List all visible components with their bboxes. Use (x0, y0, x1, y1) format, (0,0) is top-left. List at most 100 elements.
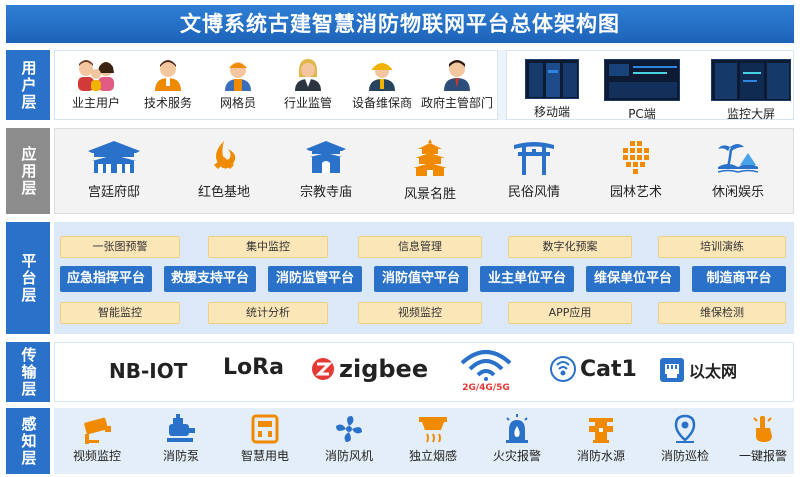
sense-item-one-key-alarm: 一键报警 (726, 414, 800, 464)
user-role-government: 政府主管部门 (417, 57, 497, 111)
sense-item-pump: 消防泵 (144, 414, 218, 464)
smoke-detector-icon (419, 417, 447, 443)
terminal-label: PC端 (628, 107, 656, 121)
platform-function: 集中监控 (208, 236, 328, 258)
user-role-label: 政府主管部门 (420, 96, 493, 110)
ethernet-icon (660, 358, 684, 382)
transport-layer-label: 传输层 (6, 342, 50, 402)
ethernet-item: 以太网 (659, 357, 737, 383)
large-screen-icon (711, 59, 791, 101)
inspection-pin-icon (674, 414, 696, 443)
platform-function: 视频监控 (358, 302, 482, 324)
sense-item-camera: 视频监控 (60, 414, 134, 464)
sense-item-fire-alarm: 火灾报警 (480, 414, 554, 464)
app-item-label: 园林艺术 (609, 185, 662, 200)
sense-item-label: 消防水源 (576, 449, 625, 463)
user-role-tech: 技术服务 (131, 57, 205, 111)
wireless-signal-icon (460, 350, 512, 381)
platform-system: 应急指挥平台 (60, 266, 152, 292)
sense-layer: 感知层 视频监控 消防泵 智慧用电 (6, 408, 794, 474)
supervisor-icon (295, 59, 321, 91)
hydrant-icon (589, 418, 613, 443)
platform-function: 信息管理 (358, 236, 482, 258)
electric-meter-icon (251, 414, 279, 444)
platform-function: 培训演练 (658, 236, 786, 258)
grid-staff-icon (225, 62, 251, 91)
cat1-signal-icon (550, 356, 576, 382)
cat1-logo-text: Cat1 (580, 356, 637, 382)
sense-item-label: 视频监控 (72, 449, 121, 463)
press-button-icon (753, 416, 772, 442)
platform-system: 维保单位平台 (586, 266, 680, 292)
app-item-label: 民俗风情 (507, 185, 560, 200)
platform-layer-label-text: 平台层 (19, 252, 38, 304)
sense-item-label: 独立烟感 (408, 449, 457, 463)
user-role-maintainer: 设备维保商 (345, 57, 419, 111)
mobile-screen-icon (525, 59, 579, 99)
sense-layer-label: 感知层 (6, 408, 50, 474)
platform-system: 消防监管平台 (268, 266, 362, 292)
sense-item-label: 一键报警 (738, 449, 787, 463)
wireless-network-label: 2G/4G/5G (462, 383, 510, 393)
fire-pump-icon (167, 414, 195, 442)
app-item-label: 宫廷府邸 (87, 185, 140, 200)
zigbee-mark-icon (312, 358, 334, 380)
platform-function: 智能监控 (60, 302, 180, 324)
page-title: 文博系统古建智慧消防物联网平台总体架构图 (6, 5, 794, 43)
sense-item-label: 消防泵 (162, 449, 199, 463)
application-layer-label: 应用层 (6, 128, 50, 214)
user-layer-label-text: 用户层 (19, 59, 38, 111)
application-layer: 应用层 宫廷府邸 红色基地 (6, 128, 794, 214)
transport-layer: 传输层 NB-IOT LoRa zigbee 2G/4G/5G (6, 342, 794, 402)
island-icon (717, 144, 759, 173)
garden-icon (623, 141, 649, 174)
sense-item-label: 消防巡检 (660, 449, 709, 463)
platform-system: 消防值守平台 (374, 266, 468, 292)
sense-item-electric: 智慧用电 (228, 414, 302, 464)
app-item-label: 宗教寺庙 (299, 185, 352, 200)
platform-function: 一张图预警 (60, 236, 180, 258)
palace-icon (88, 141, 140, 173)
lora-logo-text: LoRa (223, 355, 284, 380)
terminal-pc: PC端 (603, 59, 681, 122)
cat1-logo: Cat1 (549, 355, 637, 383)
terminal-bigscreen: 监控大屏 (701, 59, 800, 122)
user-role-label: 行业监管 (283, 96, 332, 110)
user-layer: 用户层 业主用户 技术服务 (6, 50, 794, 122)
app-item-label: 休闲娱乐 (711, 185, 764, 200)
technician-icon (155, 60, 181, 91)
platform-function: 数字化预案 (508, 236, 632, 258)
sense-item-label: 智慧用电 (240, 449, 289, 463)
user-role-label: 技术服务 (143, 96, 192, 110)
sense-item-inspection: 消防巡检 (648, 414, 722, 464)
nb-iot-logo: NB-IOT (109, 359, 188, 383)
platform-system: 业主单位平台 (480, 266, 574, 292)
sense-item-label: 消防风机 (324, 449, 373, 463)
user-role-label: 设备维保商 (351, 96, 412, 110)
pc-screen-icon (604, 59, 680, 101)
sense-item-smoke: 独立烟感 (396, 414, 470, 464)
torii-gate-icon (514, 142, 554, 175)
app-item-temple: 宗教寺庙 (281, 139, 371, 200)
app-item-garden: 园林艺术 (591, 139, 681, 200)
platform-system: 制造商平台 (692, 266, 786, 292)
platform-system: 救援支持平台 (164, 266, 256, 292)
fire-alarm-icon (506, 414, 528, 443)
sense-item-hydrant: 消防水源 (564, 414, 638, 464)
platform-function: 统计分析 (208, 302, 328, 324)
user-role-regulator: 行业监管 (271, 57, 345, 111)
pagoda-icon (413, 139, 447, 176)
user-role-owner: 业主用户 (59, 57, 133, 111)
app-item-scenic: 风景名胜 (385, 139, 475, 202)
platform-layer: 平台层 一张图预警 集中监控 信息管理 数字化预案 培训演练 应急指挥平台 救援… (6, 222, 794, 334)
temple-icon (306, 141, 346, 173)
user-roles-panel: 业主用户 技术服务 网格员 (54, 50, 498, 120)
application-layer-label-text: 应用层 (19, 145, 38, 197)
terminal-label: 移动端 (533, 105, 570, 119)
fan-icon (336, 416, 362, 442)
zigbee-logo-text: zigbee (339, 355, 429, 383)
zigbee-logo: zigbee (311, 355, 428, 383)
app-item-red-base: 红色基地 (179, 139, 269, 200)
government-official-icon (444, 60, 470, 91)
maintenance-worker-icon (369, 63, 395, 91)
